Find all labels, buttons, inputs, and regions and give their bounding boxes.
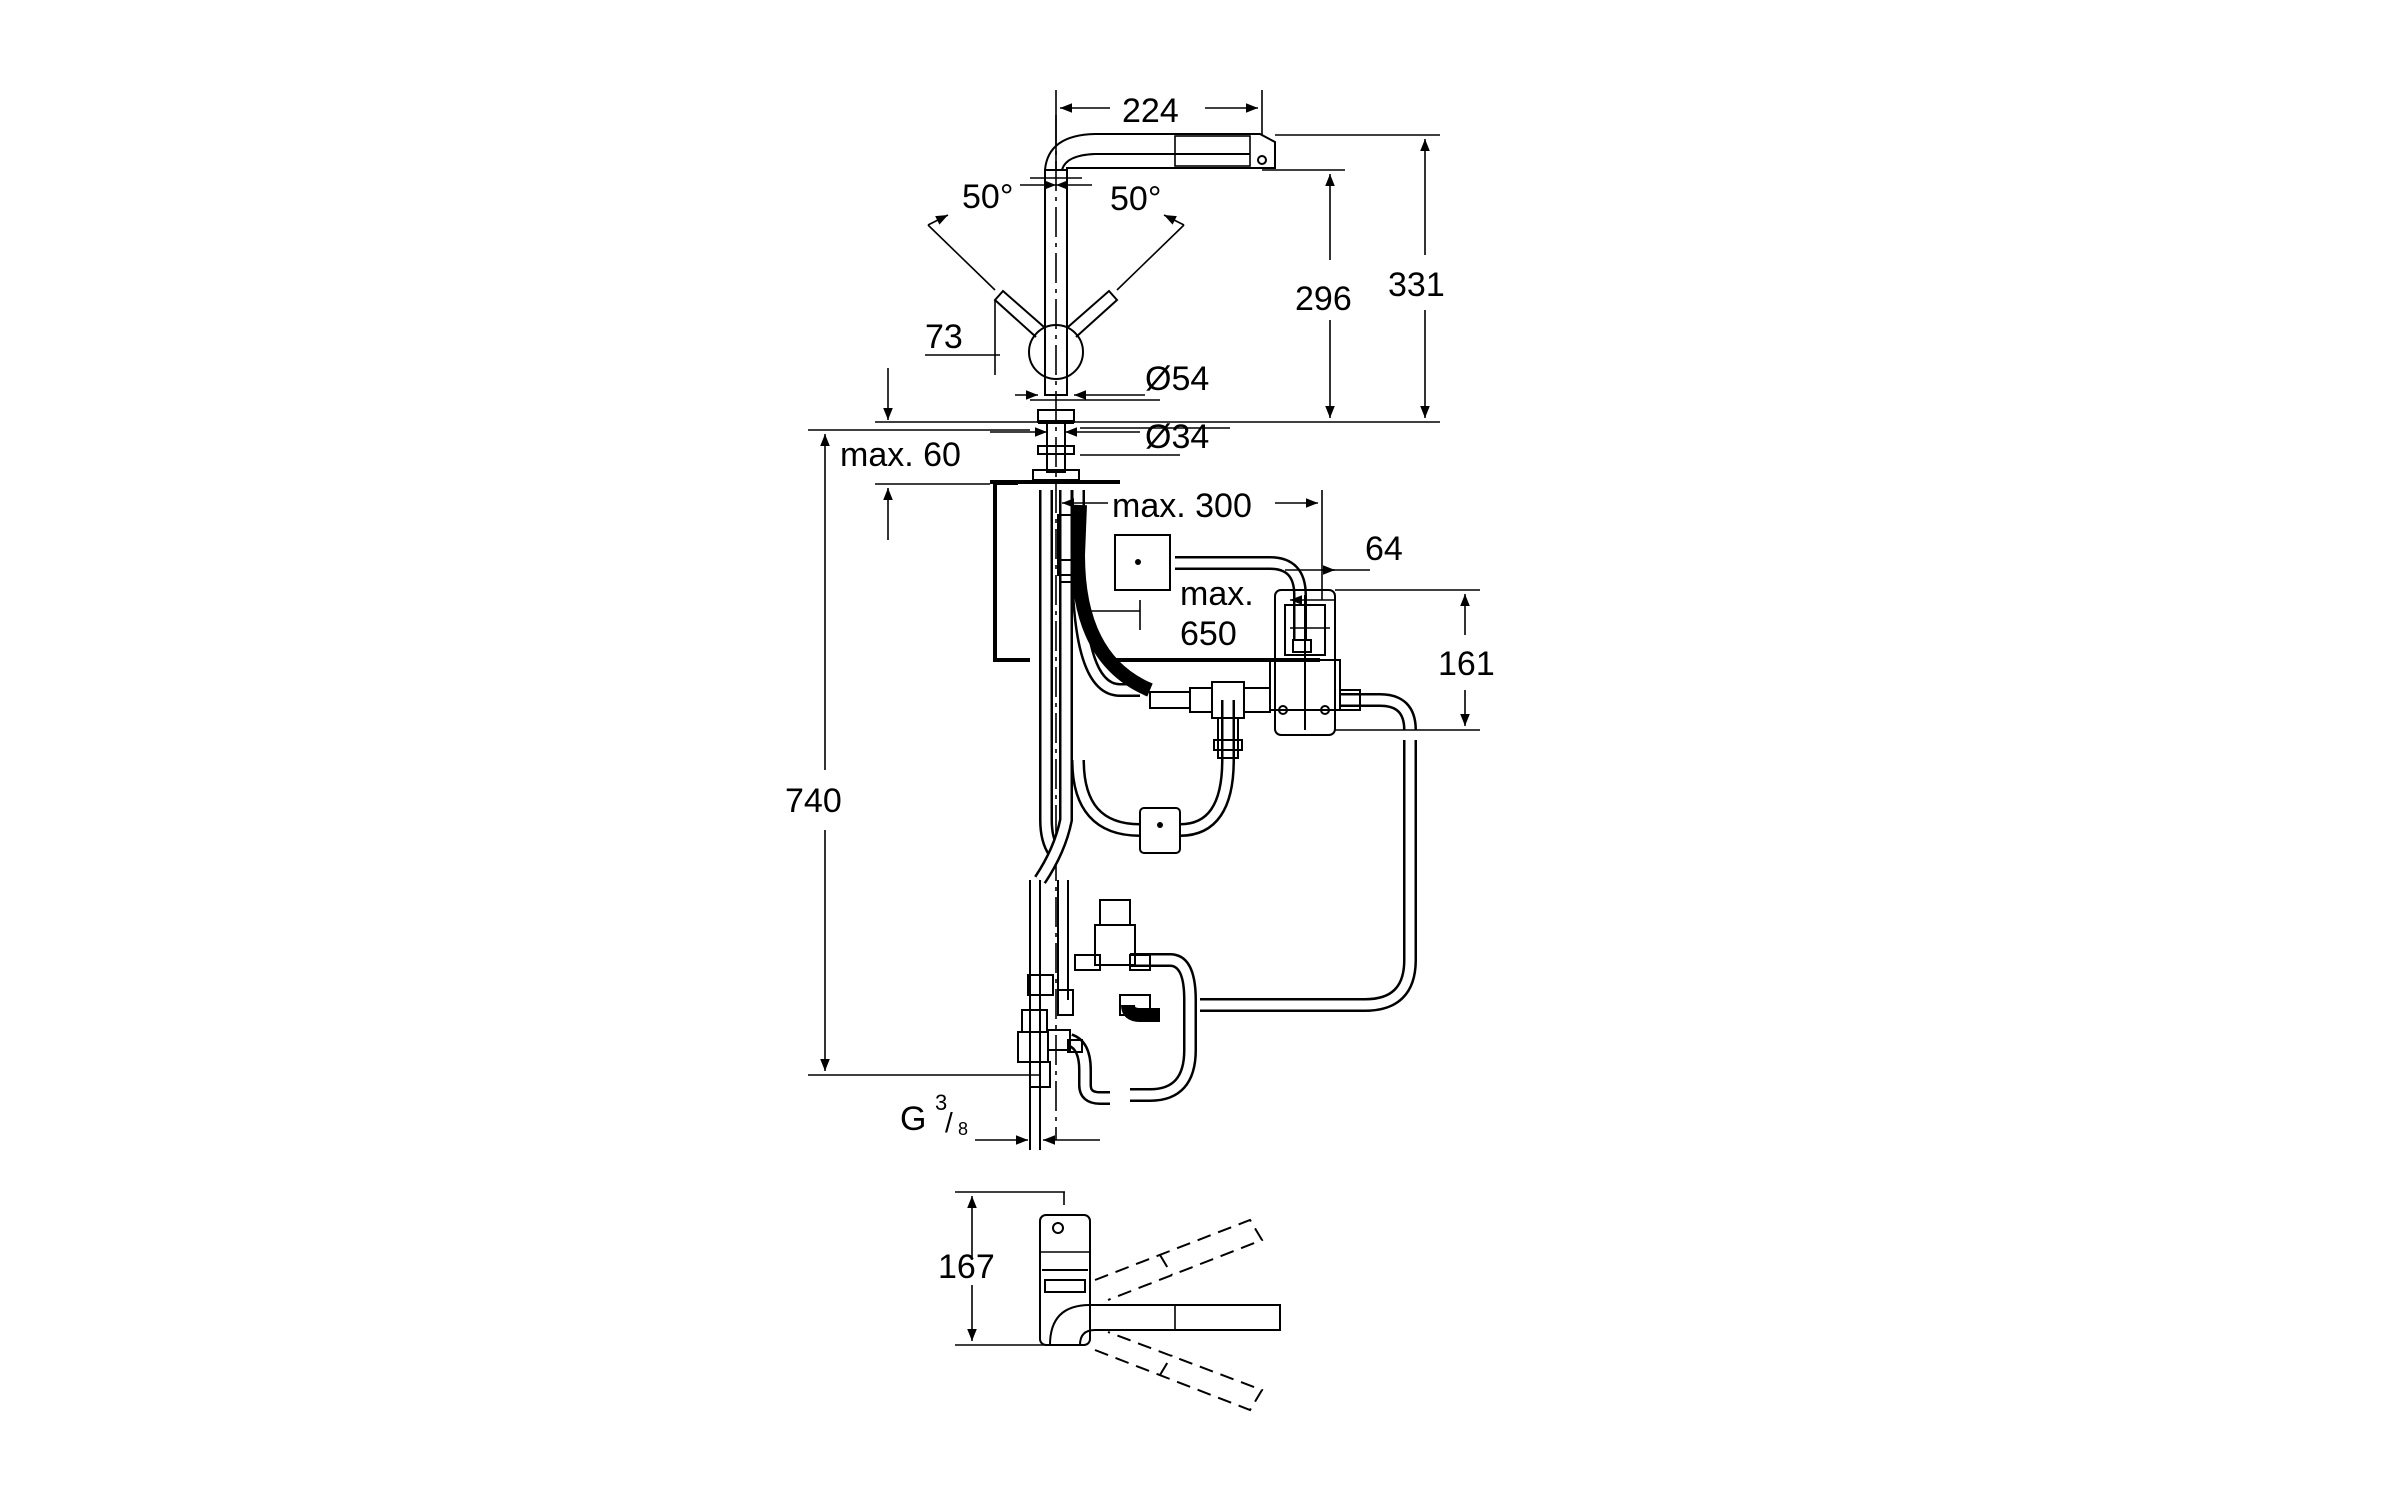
faucet-spout (1044, 133, 1276, 171)
supply-hoses (1034, 490, 1417, 1105)
dim-plan-height: 167 (938, 1248, 995, 1286)
dim-box-depth: 64 (1365, 530, 1403, 568)
dim-angle-left: 50° (962, 178, 1013, 216)
dim-base-diameter: Ø34 (1145, 418, 1209, 456)
dim-handle: 73 (925, 318, 963, 356)
svg-text:/: / (945, 1107, 953, 1138)
dim-total-length: 740 (785, 782, 842, 820)
dim-max-hose-reach: max. 300 (1112, 487, 1252, 525)
faucet-plan-view: 167 (938, 1191, 1281, 1412)
dim-thread-num: 3 (935, 1090, 947, 1115)
dim-thread-den: 8 (958, 1119, 968, 1139)
dim-height-outlet: 296 (1295, 280, 1352, 318)
dim-reach: 224 (1122, 92, 1179, 130)
mounting-bracket (993, 481, 1030, 662)
control-unit (1269, 589, 1341, 736)
lever-right (1067, 289, 1119, 338)
t-piece (1149, 681, 1361, 759)
dim-max-hose-len-1: max. (1180, 575, 1254, 613)
valves (1017, 899, 1151, 1088)
lever-left (993, 289, 1045, 338)
dim-angle-right: 50° (1110, 180, 1161, 218)
battery-box (1114, 534, 1171, 591)
sensor-module (1139, 807, 1181, 854)
supply-tails (1029, 880, 1069, 1150)
dim-body-diameter: Ø54 (1145, 360, 1209, 398)
dim-box-height: 161 (1438, 645, 1495, 683)
dim-max-deck: max. 60 (840, 436, 961, 474)
dim-max-hose-len-2: 650 (1180, 615, 1237, 653)
dim-thread-g: G (900, 1100, 926, 1138)
dim-height-total: 331 (1388, 266, 1445, 304)
